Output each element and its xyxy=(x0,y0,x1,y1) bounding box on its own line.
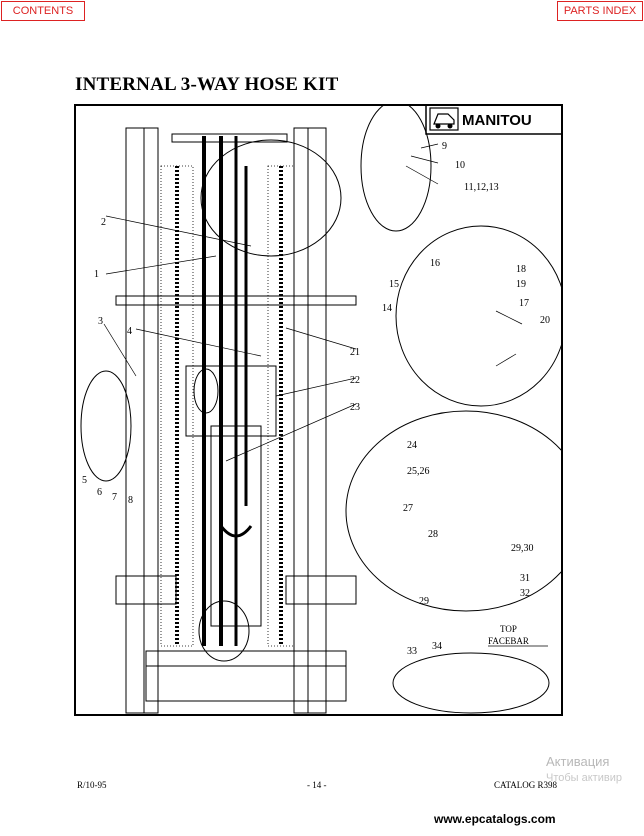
svg-text:11,12,13: 11,12,13 xyxy=(464,182,499,193)
svg-text:TOP: TOP xyxy=(500,624,517,634)
svg-text:1: 1 xyxy=(94,269,99,280)
svg-text:29: 29 xyxy=(419,596,429,607)
svg-text:17: 17 xyxy=(519,298,529,309)
svg-text:33: 33 xyxy=(407,646,417,657)
svg-text:29,30: 29,30 xyxy=(511,543,534,554)
svg-text:25,26: 25,26 xyxy=(407,466,430,477)
svg-text:9: 9 xyxy=(442,141,447,152)
svg-text:2: 2 xyxy=(101,217,106,228)
svg-text:FACEBAR: FACEBAR xyxy=(488,636,529,646)
svg-text:31: 31 xyxy=(520,573,530,584)
svg-text:20: 20 xyxy=(540,315,550,326)
svg-text:34: 34 xyxy=(432,641,442,652)
svg-text:15: 15 xyxy=(389,279,399,290)
site-url: www.epcatalogs.com xyxy=(434,812,556,826)
svg-text:16: 16 xyxy=(430,258,440,269)
svg-text:5: 5 xyxy=(82,475,87,486)
svg-text:27: 27 xyxy=(403,503,413,514)
contents-button[interactable]: CONTENTS xyxy=(1,1,85,21)
leader-lines xyxy=(103,143,523,462)
diagram-frame: MANITOU xyxy=(74,104,563,716)
hoses xyxy=(202,136,253,646)
activation-watermark-sub: Чтобы активир xyxy=(546,772,622,784)
top-facebar-label: TOP FACEBAR xyxy=(488,624,548,647)
svg-text:32: 32 xyxy=(520,588,530,599)
svg-text:19: 19 xyxy=(516,279,526,290)
svg-text:14: 14 xyxy=(382,303,392,314)
svg-text:21: 21 xyxy=(350,347,360,358)
callout-labels: 1 2 3 4 5 7 6 8 9 10 11,12,13 14 15 16 1… xyxy=(82,141,550,657)
activation-watermark: Активация xyxy=(546,754,610,769)
revision-label: R/10-95 xyxy=(77,780,107,790)
page-title: INTERNAL 3-WAY HOSE KIT xyxy=(75,74,339,95)
hose-kit-diagram: MANITOU xyxy=(80,106,561,714)
svg-text:7: 7 xyxy=(112,492,117,503)
manitou-logo: MANITOU xyxy=(425,106,561,135)
svg-text:23: 23 xyxy=(350,402,360,413)
svg-text:18: 18 xyxy=(516,264,526,275)
brand-label: MANITOU xyxy=(462,112,532,129)
svg-text:8: 8 xyxy=(128,495,133,506)
svg-text:6: 6 xyxy=(97,487,102,498)
page-number: - 14 - xyxy=(307,780,327,790)
svg-text:22: 22 xyxy=(350,375,360,386)
svg-text:4: 4 xyxy=(127,326,132,337)
parts-index-button[interactable]: PARTS INDEX xyxy=(557,1,643,21)
svg-text:3: 3 xyxy=(98,316,103,327)
lift-chains xyxy=(160,165,295,647)
svg-text:10: 10 xyxy=(455,160,465,171)
svg-text:24: 24 xyxy=(407,440,417,451)
svg-text:28: 28 xyxy=(428,529,438,540)
catalog-label: CATALOG R398 xyxy=(494,780,558,790)
detail-circles xyxy=(80,106,561,714)
